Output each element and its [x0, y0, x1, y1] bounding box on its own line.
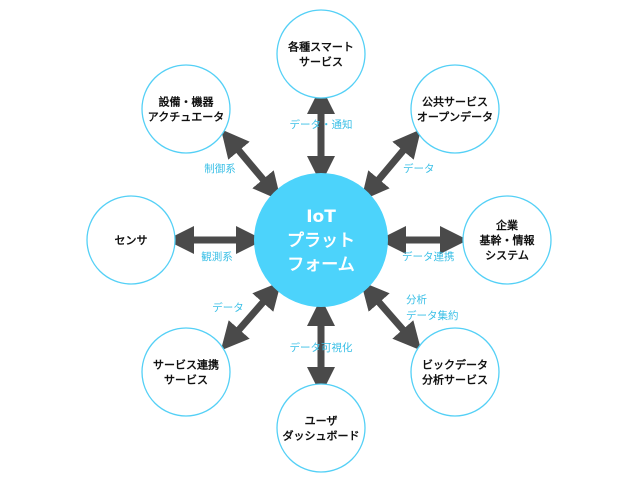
node-sensor: センサ — [86, 195, 176, 285]
nodes-layer: 各種スマートサービス公共サービスオープンデータ企業基幹・情報システムビックデータ… — [86, 9, 552, 473]
node-circle — [410, 64, 500, 154]
bidirectional-arrow-service-integration — [220, 281, 282, 351]
node-label: ビックデータ — [422, 358, 488, 372]
bidirectional-arrow-public-open-data — [360, 129, 422, 201]
edge-label-equipment-actuator: 制御系 — [204, 162, 236, 175]
node-label: 設備・機器 — [159, 95, 215, 109]
node-label: 各種スマート — [287, 40, 354, 54]
node-label: ダッシュボード — [283, 429, 360, 443]
node-label: システム — [485, 249, 529, 262]
node-label: サービス — [164, 373, 208, 387]
node-label: サービス — [299, 55, 343, 69]
node-circle — [141, 64, 231, 154]
node-label: サービス連携 — [153, 358, 219, 372]
node-label: センサ — [115, 234, 148, 247]
node-label: 基幹・情報 — [479, 233, 536, 247]
node-label: 分析サービス — [422, 373, 488, 387]
node-circle — [410, 327, 500, 417]
edge-label-enterprise-systems: データ連携 — [402, 250, 455, 263]
node-label: 公共サービス — [422, 95, 488, 109]
edge-label-sensor: 観測系 — [201, 250, 233, 263]
hub-circle — [254, 173, 388, 307]
edge-label-public-open-data: データ — [403, 162, 435, 175]
node-circle — [276, 9, 366, 99]
node-label: オープンデータ — [417, 110, 493, 124]
bidirectional-arrow-bigdata-analytics — [360, 281, 422, 351]
node-circle — [86, 195, 176, 285]
hub-label: IoT — [306, 207, 336, 227]
edge-label-user-dashboard: データ可視化 — [290, 341, 353, 354]
node-label: アクチュエータ — [148, 111, 224, 124]
node-circle — [462, 195, 552, 285]
edge-label-service-integration: データ — [212, 301, 244, 314]
hub-label: フォーム — [287, 255, 355, 275]
node-circle — [141, 327, 231, 417]
bidirectional-arrow-equipment-actuator — [220, 129, 282, 201]
hub-label: プラット — [287, 230, 355, 251]
node-label: ユーザ — [305, 415, 338, 428]
edge-label-bigdata-analytics: 分析 — [406, 293, 427, 306]
node-label: 企業 — [495, 218, 519, 232]
edge-label-bigdata-analytics: データ集約 — [406, 309, 459, 322]
node-circle — [276, 383, 366, 473]
edge-label-smart-services: データ・通知 — [290, 118, 353, 131]
